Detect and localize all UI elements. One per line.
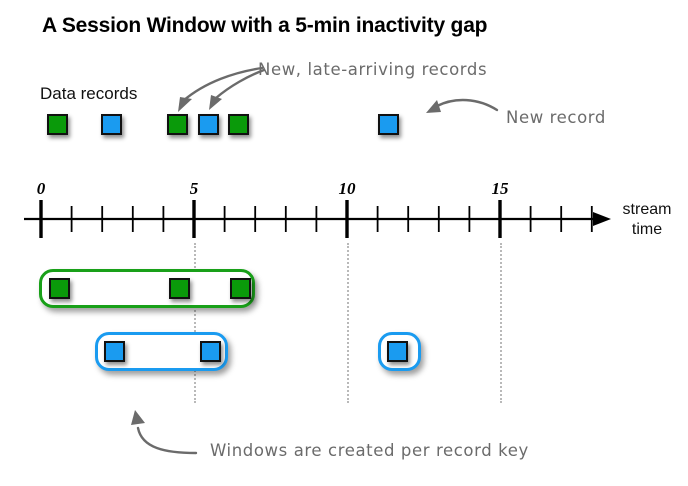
annotation-windows-per-key: Windows are created per record key	[210, 441, 529, 460]
data-record-blue	[101, 114, 122, 135]
axis-tick-number: 15	[491, 179, 509, 198]
axis-name-line2: time	[631, 221, 663, 238]
arrow-new-record	[426, 98, 499, 113]
data-record-green	[167, 114, 188, 135]
annotation-new-record: New record	[506, 108, 606, 127]
data-record-blue	[378, 114, 399, 135]
axis-tick-number: 10	[338, 179, 356, 198]
axis-name-stream-time: stream time	[612, 200, 682, 240]
windowed-record-blue	[200, 341, 221, 362]
windowed-record-blue	[104, 341, 125, 362]
windowed-record-green	[230, 278, 251, 299]
guide-line	[194, 243, 196, 403]
annotation-late-arriving-records: New, late-arriving records	[258, 60, 488, 79]
windowed-record-green	[49, 278, 70, 299]
arrow-late-records-2	[209, 68, 266, 110]
data-records-label: Data records	[40, 84, 138, 103]
arrow-late-records-1	[178, 66, 264, 112]
data-record-green	[47, 114, 68, 135]
data-record-blue	[198, 114, 219, 135]
session-window-green	[39, 269, 255, 308]
page-title: A Session Window with a 5-min inactivity…	[42, 14, 488, 37]
axis-tick-number: 0	[36, 179, 46, 198]
axis-name-line1: stream	[622, 201, 672, 218]
data-record-green	[228, 114, 249, 135]
windowed-record-green	[169, 278, 190, 299]
guide-line	[500, 243, 502, 403]
axis-line-and-ticks	[24, 200, 611, 238]
axis-tick-number: 5	[189, 179, 199, 198]
arrow-windows-per-key	[131, 410, 198, 455]
guide-line	[347, 243, 349, 403]
windowed-record-blue	[387, 341, 408, 362]
axis-arrowhead	[593, 212, 611, 226]
